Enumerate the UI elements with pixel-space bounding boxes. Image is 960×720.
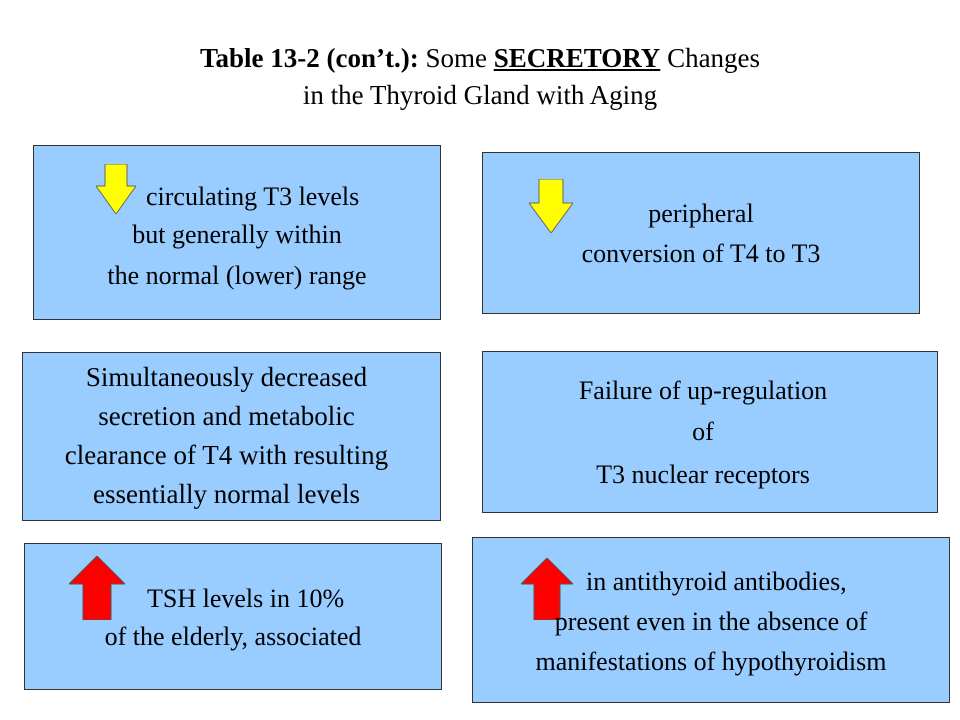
receptor-line-3: T3 nuclear receptors (596, 460, 810, 489)
peripheral-conversion-box: peripheral conversion of T4 to T3 (482, 152, 920, 314)
t3-line-3: the normal (lower) range (107, 261, 367, 290)
peripheral-line-1: peripheral (648, 199, 754, 228)
t4-line-1: Simultaneously decreased (85, 362, 368, 392)
t4-line-2: secretion and metabolic (98, 401, 355, 431)
antibodies-line-2: present even in the absence of (554, 607, 868, 636)
t3-line-2: but generally within (132, 220, 342, 249)
title-line-1: Table 13-2 (con’t.): Some SECRETORY Chan… (0, 40, 960, 77)
tsh-line-1: TSH levels in 10% (147, 584, 345, 613)
up-arrow-icon (521, 558, 573, 620)
t3-levels-box: circulating T3 levels but generally with… (33, 145, 441, 320)
antibodies-line-3: manifestations of hypothyroidism (535, 647, 887, 676)
down-arrow-icon (96, 164, 136, 214)
t4-clearance-box: Simultaneously decreased secretion and m… (22, 352, 441, 521)
antibodies-box: in antithyroid antibodies, present even … (472, 537, 950, 703)
receptor-line-2: of (692, 417, 714, 446)
title-table-ref: Table 13-2 (con’t.): (199, 43, 419, 73)
peripheral-line-2: conversion of T4 to T3 (581, 239, 821, 268)
title-post: Changes (660, 43, 761, 73)
receptor-line-1: Failure of up-regulation (578, 376, 828, 405)
t3-line-1: circulating T3 levels (146, 182, 360, 211)
title-pre: Some (418, 43, 494, 73)
tsh-levels-box: TSH levels in 10% of the elderly, associ… (24, 543, 442, 690)
antibodies-line-1: in antithyroid antibodies, (586, 567, 847, 596)
receptor-upregulation-box: Failure of up-regulation of T3 nuclear r… (482, 351, 938, 513)
t4-line-4: essentially normal levels (93, 479, 360, 509)
title-emphasis: SECRETORY (493, 43, 661, 73)
tsh-line-2: of the elderly, associated (104, 622, 362, 651)
slide-title: Table 13-2 (con’t.): Some SECRETORY Chan… (0, 40, 960, 114)
t4-line-3: clearance of T4 with resulting (64, 440, 389, 470)
title-line-2: in the Thyroid Gland with Aging (302, 80, 658, 110)
down-arrow-icon (529, 179, 573, 233)
up-arrow-icon (69, 556, 125, 620)
